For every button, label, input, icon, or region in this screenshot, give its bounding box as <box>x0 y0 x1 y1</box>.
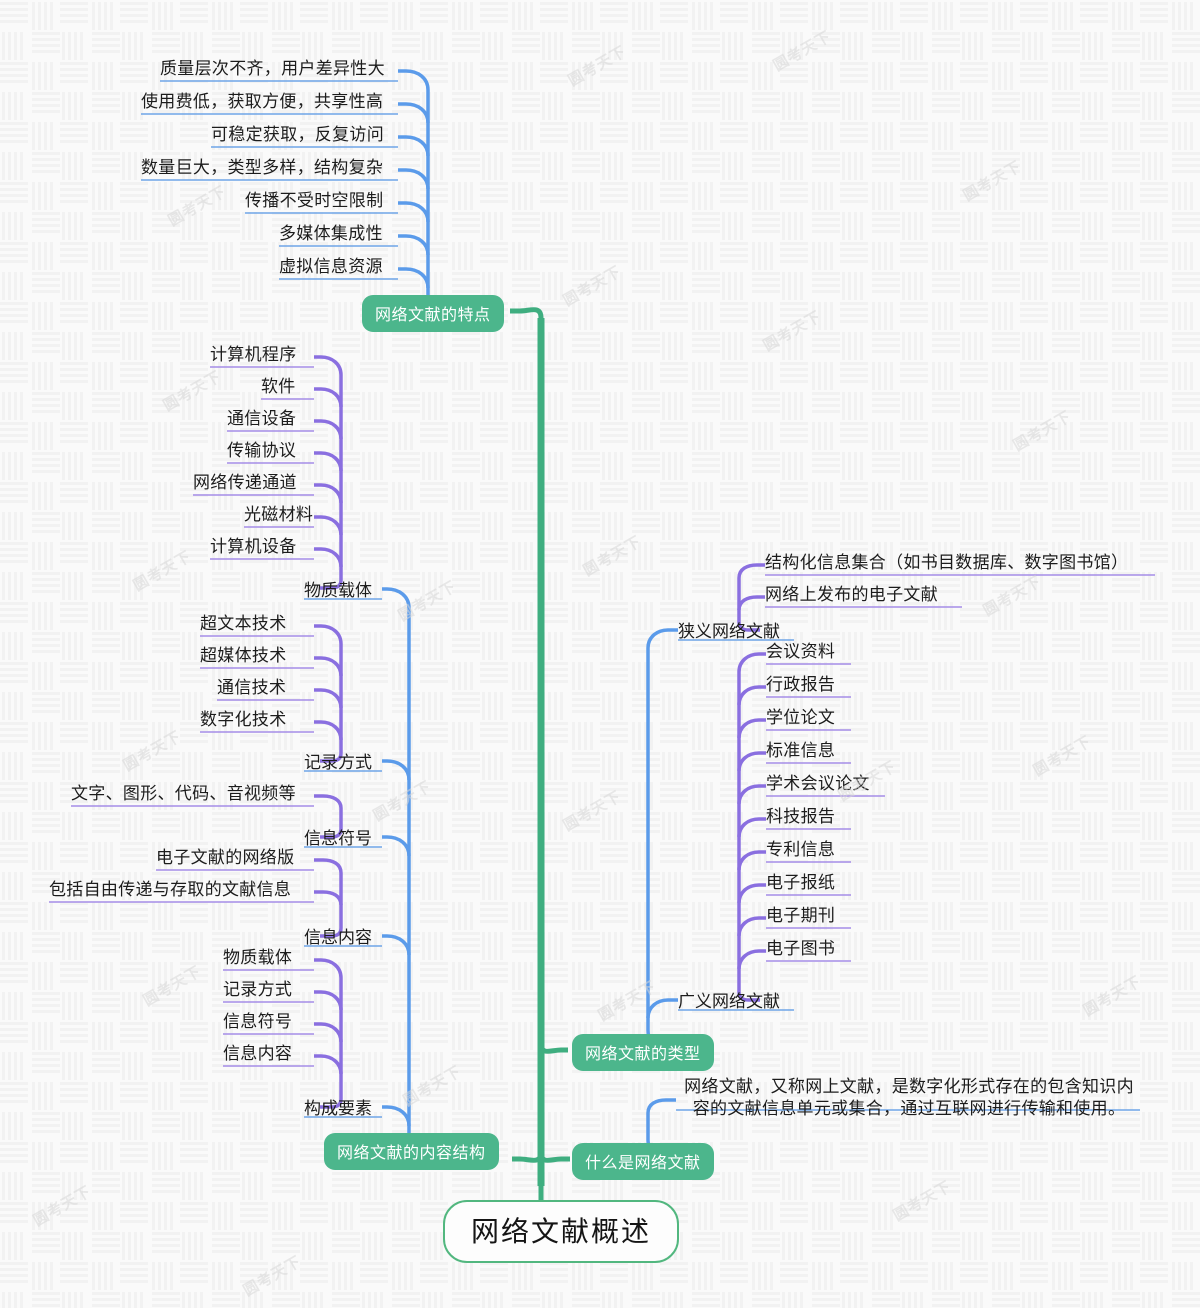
topic-neirongjiegou[interactable]: 网络文献的内容结构 <box>324 1133 499 1170</box>
leaf-item[interactable]: 虚拟信息资源 <box>279 257 383 276</box>
subtopic-goucengyaosu[interactable]: 构成要素 <box>304 1099 372 1118</box>
leaf-item[interactable]: 标准信息 <box>766 741 836 760</box>
leaf-item[interactable]: 学位论文 <box>766 708 836 727</box>
leaf-item[interactable]: 计算机程序 <box>210 345 297 364</box>
subtopic-xiayi[interactable]: 狭义网络文献 <box>678 622 780 641</box>
leaf-item[interactable]: 文字、图形、代码、音视频等 <box>71 784 296 803</box>
leaf-item[interactable]: 电子期刊 <box>766 906 836 925</box>
topic-tezhuan[interactable]: 网络文献的特点 <box>362 295 504 332</box>
leaf-item[interactable]: 光磁材料 <box>244 505 314 524</box>
leaf-item[interactable]: 传播不受时空限制 <box>245 191 384 210</box>
leaf-item[interactable]: 通信技术 <box>217 678 287 697</box>
links-wuzhi <box>314 355 343 590</box>
subtopic-jiluufangshi[interactable]: 记录方式 <box>304 753 372 772</box>
leaf-item[interactable]: 超文本技术 <box>200 614 287 633</box>
leaf-item[interactable]: 质量层次不齐，用户差异性大 <box>160 59 385 78</box>
leaf-item[interactable]: 计算机设备 <box>210 537 297 556</box>
topic-shenmeshi[interactable]: 什么是网络文献 <box>572 1143 714 1180</box>
leaf-item[interactable]: 传输协议 <box>227 441 297 460</box>
leaf-item[interactable]: 电子图书 <box>766 939 836 958</box>
links-neirongzi <box>314 858 343 938</box>
leaf-item[interactable]: 数字化技术 <box>200 710 287 729</box>
leaf-item[interactable]: 物质载体 <box>223 948 293 967</box>
leaf-item[interactable]: 结构化信息集合（如书目数据库、数字图书馆） <box>765 553 1129 572</box>
leaf-item[interactable]: 软件 <box>261 377 296 396</box>
leaf-definition[interactable]: 网络文献，又称网上文献，是数字化形式存在的包含知识内容的文献信息单元或集合，通过… <box>684 1077 1134 1119</box>
leaf-item[interactable]: 包括自由传递与存取的文献信息 <box>49 880 292 899</box>
subtopic-xinxifuhao[interactable]: 信息符号 <box>304 829 372 848</box>
leaf-underlines <box>49 80 1155 1118</box>
leaf-item[interactable]: 信息符号 <box>223 1012 293 1031</box>
leaf-item[interactable]: 信息内容 <box>223 1044 293 1063</box>
leaf-item[interactable]: 学术会议论文 <box>766 774 870 793</box>
leaf-item[interactable]: 科技报告 <box>766 807 836 826</box>
links-tezhuan <box>398 69 430 310</box>
leaf-item[interactable]: 记录方式 <box>223 980 293 999</box>
links-fuhao <box>314 794 343 839</box>
leaf-item[interactable]: 网络传递通道 <box>193 473 297 492</box>
leaf-item[interactable]: 多媒体集成性 <box>279 224 383 243</box>
leaf-item[interactable]: 网络上发布的电子文献 <box>765 585 938 604</box>
leaf-item[interactable]: 使用费低，获取方便，共享性高 <box>141 92 384 111</box>
leaf-item[interactable]: 数量巨大，类型多样，结构复杂 <box>141 158 384 177</box>
links-guangyi <box>737 652 766 1002</box>
links-neirong <box>332 587 411 1150</box>
leaf-item[interactable]: 行政报告 <box>766 675 836 694</box>
subtopic-wuzhizaiti[interactable]: 物质载体 <box>304 581 372 600</box>
leaf-item[interactable]: 通信设备 <box>227 409 297 428</box>
topic-leixing[interactable]: 网络文献的类型 <box>572 1034 714 1071</box>
subtopic-guangyi[interactable]: 广义网络文献 <box>678 992 780 1011</box>
leaf-item[interactable]: 超媒体技术 <box>200 646 287 665</box>
leaf-item[interactable]: 电子文献的网络版 <box>156 848 295 867</box>
root-node[interactable]: 网络文献概述 <box>443 1200 680 1263</box>
links-yaosu <box>314 958 343 1109</box>
subtopic-xinxineirong[interactable]: 信息内容 <box>304 928 372 947</box>
leaf-item[interactable]: 会议资料 <box>766 642 836 661</box>
leaf-item[interactable]: 专利信息 <box>766 840 836 859</box>
links-jilu <box>314 624 343 763</box>
links-xiayi <box>737 563 765 632</box>
leaf-item[interactable]: 电子报纸 <box>766 873 836 892</box>
leaf-item[interactable]: 可稳定获取，反复访问 <box>211 125 384 144</box>
